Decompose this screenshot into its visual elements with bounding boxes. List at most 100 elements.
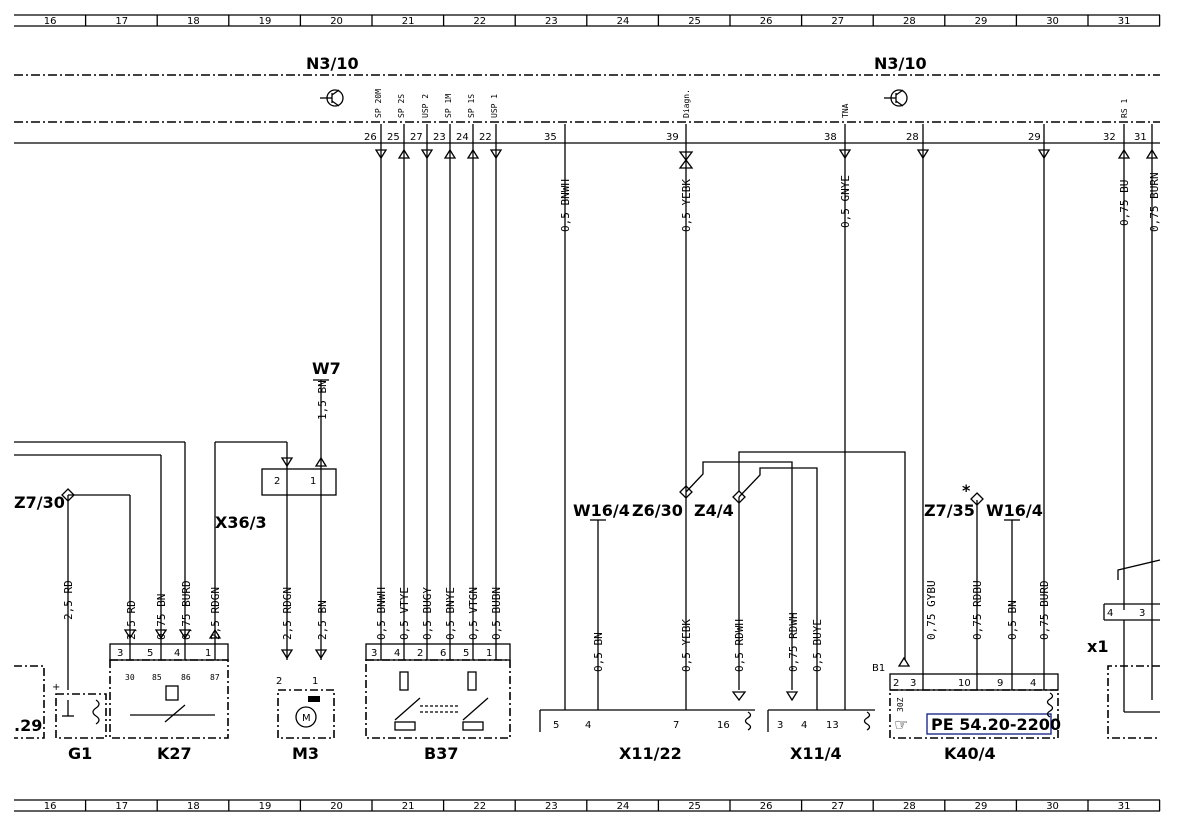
- k27-pin-5: 5: [147, 648, 153, 659]
- grid-number: 28: [903, 801, 916, 812]
- wire-label: 0,75 BURD: [1038, 580, 1051, 640]
- pin-31: 31: [1134, 132, 1147, 143]
- k27-label: K27: [157, 744, 192, 763]
- k27-relay: 3 5 4 1 30 85 86 87 K27: [109, 643, 229, 763]
- b37-pin-3: 3: [371, 648, 377, 659]
- x11-22-pin-4: 4: [585, 720, 591, 731]
- n3-10-boundary: N3/10 N3/10: [14, 54, 1160, 144]
- signal-tna: TNA: [841, 103, 850, 118]
- x36-3-connector: 2 1 X36/3: [214, 441, 337, 660]
- hand-pointer-icon: ☞: [894, 715, 908, 734]
- pin-25: 25: [387, 132, 400, 143]
- wire-label: 0,5 BNYE: [444, 587, 457, 640]
- grid-number: 19: [259, 16, 272, 27]
- transistor-icon: [884, 89, 908, 107]
- k27-inner-30: 30: [125, 673, 135, 682]
- k40-4-relay-module: B1 2 3 10 9 4 30Z ☞ PE 54.20-2200 K40/4: [872, 656, 1061, 763]
- top-signal-names: SP 20M SP 2S USP 2 SP 1M SP 1S USP 1 Dia…: [374, 89, 1129, 118]
- x11-22-label: X11/22: [619, 744, 682, 763]
- wire-label: 2,5 BN: [316, 600, 329, 640]
- m3-pin-2: 2: [276, 676, 282, 687]
- wire-label: 0,5 GNYE: [839, 175, 852, 228]
- b37-pin-1: 1: [486, 648, 492, 659]
- splice-area-right: Z7/35 W16/4 *: [924, 481, 1043, 690]
- grid-number: 25: [688, 16, 701, 27]
- wire-label: 0,5 BNWH: [559, 179, 572, 232]
- wire-label: 0,5 VTGN: [467, 587, 480, 640]
- grid-number: 26: [760, 16, 773, 27]
- x11-4-label: X11/4: [790, 744, 842, 763]
- k27-feed-wires: Z7/30: [14, 441, 186, 690]
- wire-label: 0,75 BU: [1118, 180, 1131, 226]
- grid-number: 31: [1118, 16, 1131, 27]
- grid-number: 29: [975, 801, 988, 812]
- x1-pin-3: 3: [1139, 608, 1145, 619]
- z4-4-label: Z4/4: [694, 501, 734, 520]
- b37-sensor: 3 4 2 6 5 1 B37: [365, 643, 511, 763]
- grid-number: 19: [259, 801, 272, 812]
- grid-number: 20: [330, 16, 343, 27]
- grid-number: 23: [545, 16, 558, 27]
- grid-number: 18: [187, 16, 200, 27]
- pin-39: 39: [666, 132, 679, 143]
- b37-wires: [374, 124, 503, 660]
- pin-28: 28: [906, 132, 919, 143]
- grid-number: 25: [688, 801, 701, 812]
- z7-30-label: Z7/30: [14, 493, 65, 512]
- grid-number: 22: [473, 801, 486, 812]
- grid-number: 21: [402, 16, 415, 27]
- wire-label: 0,75 BN: [155, 594, 168, 640]
- signal-sp-20m: SP 20M: [374, 89, 383, 118]
- k27-pin-1: 1: [205, 648, 211, 659]
- grid-number: 22: [473, 16, 486, 27]
- grid-number: 24: [617, 801, 630, 812]
- reference-box[interactable]: [926, 713, 1052, 735]
- signal-sp-1s: SP 1S: [467, 94, 476, 118]
- splice-area-center: W16/4 Z6/30 Z4/4: [573, 451, 906, 710]
- signal-usp-1: USP 1: [490, 94, 499, 118]
- m3-label: M3: [292, 744, 319, 763]
- n3-10-left-label: N3/10: [306, 54, 359, 73]
- b37-pin-6: 6: [440, 648, 446, 659]
- b37-pin-4: 4: [394, 648, 400, 659]
- wire-label: 0,5 YEBK: [680, 179, 693, 232]
- pin-27: 27: [410, 132, 423, 143]
- grid-number: 17: [115, 16, 128, 27]
- asterisk-mark: *: [962, 481, 971, 500]
- reference-link[interactable]: PE 54.20-2200: [931, 715, 1061, 734]
- x1-pin-4: 4: [1107, 608, 1113, 619]
- x11-4-pin-4: 4: [801, 720, 807, 731]
- x11-22-pin-7: 7: [673, 720, 679, 731]
- grid-number: 26: [760, 801, 773, 812]
- k40-pin-10: 10: [958, 678, 971, 689]
- signal-sp-2s: SP 2S: [397, 94, 406, 118]
- motor-icon: [295, 706, 317, 728]
- grid-number: 17: [115, 801, 128, 812]
- top-wire-labels: 0,5 BNWH 0,5 YEBK 0,5 GNYE 0,75 BU 0,75 …: [559, 172, 1161, 232]
- w16-4-left-label: W16/4: [573, 501, 630, 520]
- wire-label: 0,75 BURN: [1148, 172, 1161, 232]
- pin-38: 38: [824, 132, 837, 143]
- x11-22-pin-16: 16: [717, 720, 730, 731]
- grid-number: 21: [402, 801, 415, 812]
- x36-pin-2: 2: [274, 476, 280, 487]
- signal-diagn: Diagn.: [682, 89, 691, 118]
- k40-30z: 30Z: [896, 697, 905, 712]
- k27-inner-87: 87: [210, 673, 220, 682]
- grid-number: 20: [330, 801, 343, 812]
- grid-number: 24: [617, 16, 630, 27]
- b37-label: B37: [424, 744, 458, 763]
- b1-label: B1: [872, 663, 885, 674]
- signal-rs-1: RS 1: [1120, 99, 1129, 118]
- pin-26: 26: [364, 132, 377, 143]
- w7-ground: W7 1,5 BN: [312, 359, 341, 660]
- splice-icon: [679, 485, 693, 499]
- signal-sp-1m: SP 1M: [444, 94, 453, 118]
- grid-number: 27: [831, 801, 844, 812]
- wire-label: 0,5 VTYE: [398, 587, 411, 640]
- left-cut-label: .29: [14, 716, 42, 735]
- splice-icon: [61, 488, 75, 502]
